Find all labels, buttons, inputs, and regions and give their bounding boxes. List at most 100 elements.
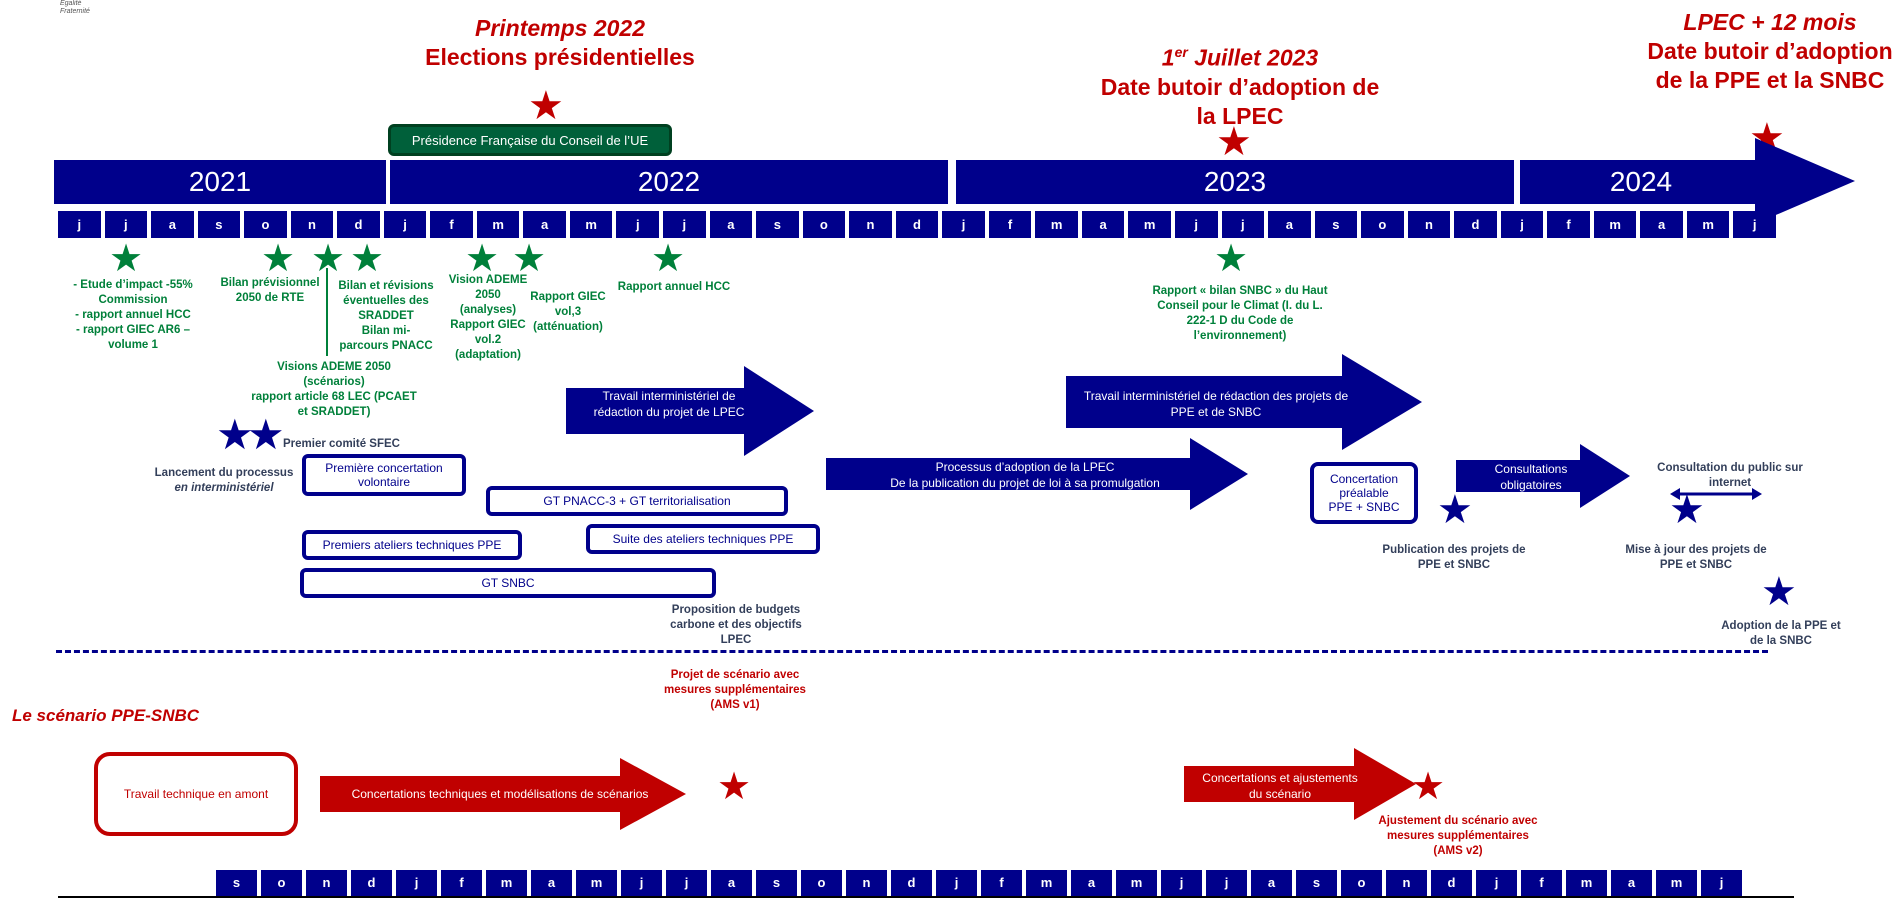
month-cell-top: j [104,211,148,238]
month-cell-top: f [988,211,1032,238]
month-cell-bottom: a [1071,870,1112,896]
month-cell-bottom: m [1566,870,1607,896]
month-cell-top: j [1221,211,1265,238]
arrow-concertations-tech [320,758,686,830]
star-icon: ★ [311,238,346,280]
month-cell-top: m [1593,211,1637,238]
month-cell-bottom: j [1161,870,1202,896]
logo-line-2: Fraternité [60,8,90,15]
box-suite-ateliers: Suite des ateliers techniques PPE [586,524,820,554]
arrow-concertations-ajust [1184,748,1416,820]
month-cell-top: m [569,211,613,238]
star-icon: ★ [247,411,285,458]
star-icon: ★ [261,238,296,280]
arrow-processus [826,438,1248,510]
star-icon: ★ [1411,766,1446,808]
star-icon: ★ [717,766,752,808]
month-cell-bottom: j [1206,870,1247,896]
month-cell-top: m [1035,211,1078,238]
star-icon: ★ [1214,238,1249,280]
month-cell-top: a [1640,211,1683,238]
month-cell-top: a [523,211,566,238]
presidence-box: Présidence Française du Conseil de l’UE [388,124,672,156]
year-2021: 2021 [54,160,386,204]
month-cell-top: o [1361,211,1404,238]
month-cell-bottom: a [531,870,572,896]
star-icon: ★ [651,238,686,280]
month-cell-top: m [1128,211,1171,238]
box-gt-snbc: GT SNBC [300,568,716,598]
milestone-lpec12-line3: de la PPE et la SNBC [1655,67,1885,93]
star-icon: ★ [216,411,254,458]
logo-motto: Égalité Fraternité [60,0,90,16]
note-etude-impact: - Etude d’impact -55%Commission- rapport… [73,279,193,351]
month-cell-bottom: m [1116,870,1157,896]
month-cell-top: a [1081,211,1125,238]
month-cell-top: a [709,211,753,238]
month-cell-top: n [290,211,334,238]
bottom-baseline [58,896,1794,898]
star-icon: ★ [1437,488,1473,532]
star-icon: ★ [512,238,547,280]
month-cell-bottom: o [801,870,842,896]
month-cell-bottom: s [216,870,257,896]
month-cell-top: j [616,211,660,238]
month-cell-top: j [383,211,427,238]
note-rapport-hcc: Rapport annuel HCC [617,281,731,293]
label-concertations-tech: Concertations techniques et modélisation… [351,787,649,801]
month-cell-top: o [802,211,846,238]
month-cell-top: s [1314,211,1358,238]
milestone-juillet-line1: 1er Juillet 2023 [1161,44,1319,71]
month-cell-top: j [58,211,101,238]
month-cell-top: f [1547,211,1590,238]
month-cell-top: a [1268,211,1311,238]
star-icon: ★ [465,238,500,280]
year-2024: 2024 [1520,160,1762,204]
month-cell-bottom: m [576,870,617,896]
month-cell-bottom: o [261,870,302,896]
month-cell-bottom: a [1611,870,1652,896]
milestone-juillet: 1er Juillet 2023 Date butoir d’adoption … [1090,38,1390,131]
arrow-travail-ppe [1066,354,1422,450]
milestone-printemps-line2: Elections présidentielles [425,44,695,70]
month-cell-bottom: f [1521,870,1562,896]
month-cell-top: n [849,211,892,238]
month-cell-bottom: f [981,870,1022,896]
month-cell-bottom: j [621,870,662,896]
month-cell-bottom: m [1026,870,1067,896]
month-cell-bottom: j [1701,870,1742,896]
month-cell-top: j [1174,211,1218,238]
month-cell-top: d [1454,211,1497,238]
month-cell-bottom: o [1341,870,1382,896]
connector-line [326,268,328,356]
logo-line-1: Égalité [60,0,82,7]
month-cell-top: o [244,211,287,238]
month-cell-bottom: s [756,870,797,896]
month-cell-top: m [476,211,520,238]
year-2022: 2022 [390,160,948,204]
star-icon: ★ [109,238,144,280]
note-premier-comite: Premier comité SFEC [283,438,400,450]
scenario-title: Le scénario PPE-SNBC [12,706,200,725]
month-cell-top: j [663,211,706,238]
arrow-consultations [1456,444,1630,508]
star-icon: ★ [350,238,385,280]
month-cell-top: a [151,211,194,238]
month-cell-top: s [197,211,241,238]
arrow-travail-lpec [566,366,814,456]
star-icon: ★ [1761,570,1797,614]
month-cell-bottom: m [1656,870,1697,896]
milestone-printemps-line1: Printemps 2022 [474,15,646,41]
